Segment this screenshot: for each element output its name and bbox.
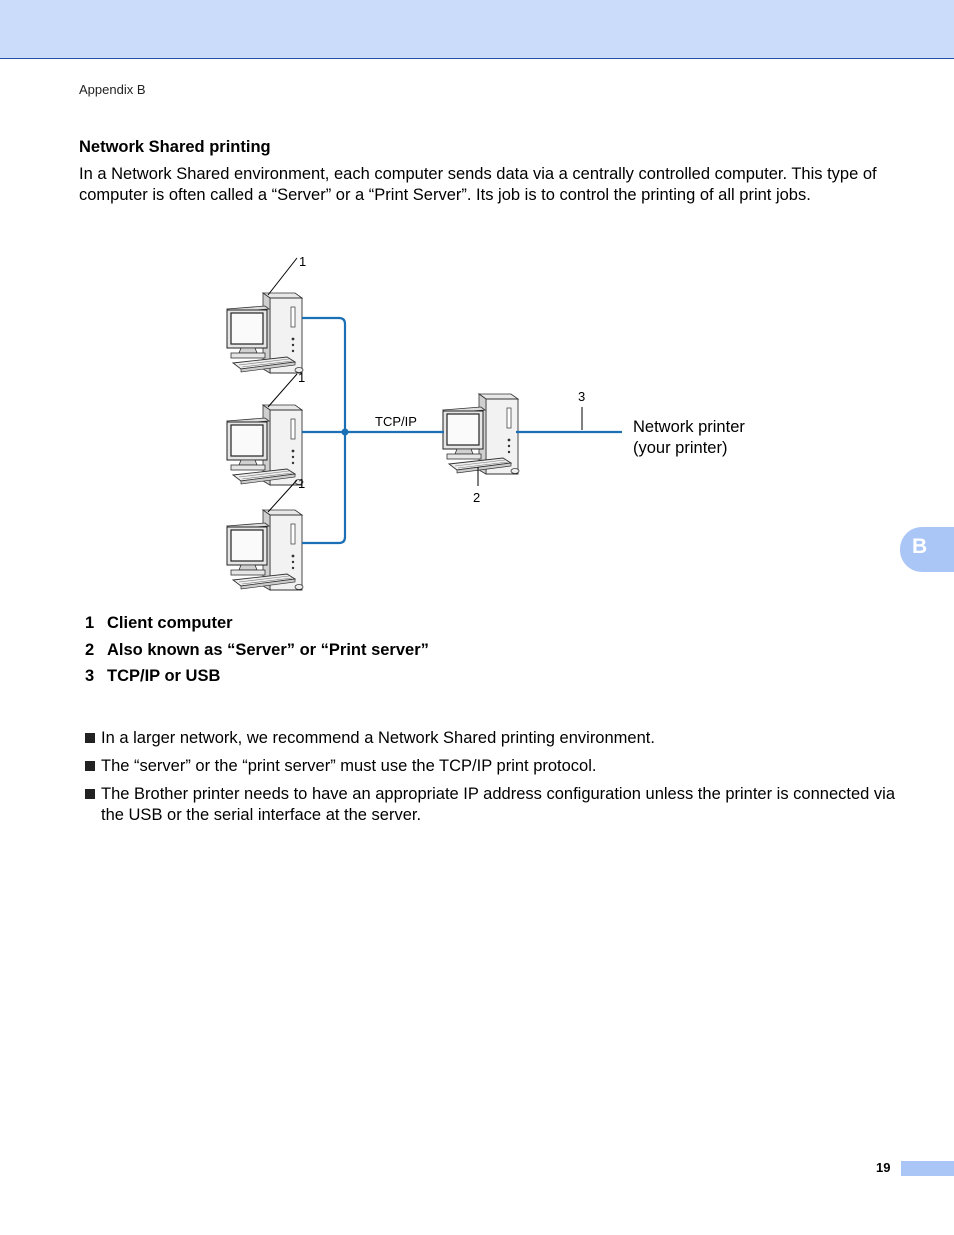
- legend-text: TCP/IP or USB: [107, 667, 220, 685]
- network-diagram: 1 1 1 3 2 TCP/IP Network printer (your p…: [0, 240, 954, 600]
- page-number-bar: [901, 1161, 954, 1176]
- bullet-text: In a larger network, we recommend a Netw…: [101, 729, 655, 747]
- legend-number: 3: [85, 667, 107, 686]
- callout-client-2: 1: [298, 370, 305, 385]
- side-tab-letter: B: [912, 535, 927, 559]
- callout-client-3: 1: [298, 476, 305, 491]
- legend-number: 1: [85, 614, 107, 633]
- bullet-text: The “server” or the “print server” must …: [101, 757, 596, 775]
- printer-label-line2: (your printer): [633, 439, 727, 457]
- bullet-list: In a larger network, we recommend a Netw…: [85, 728, 895, 833]
- protocol-label: TCP/IP: [375, 414, 417, 429]
- intro-paragraph: In a Network Shared environment, each co…: [79, 164, 894, 206]
- square-bullet-icon: [85, 733, 95, 743]
- callout-connection: 3: [578, 389, 585, 404]
- appendix-side-tab: B: [900, 527, 954, 572]
- junction-dot: [342, 429, 349, 436]
- bullet-item: The Brother printer needs to have an app…: [85, 784, 895, 826]
- printer-label-line1: Network printer: [633, 418, 745, 436]
- bullet-text: The Brother printer needs to have an app…: [101, 785, 895, 824]
- computer-icon: [227, 293, 303, 373]
- callout-client-1: 1: [299, 254, 306, 269]
- page-number: 19: [876, 1160, 890, 1175]
- legend-text: Also known as “Server” or “Print server”: [107, 641, 429, 659]
- header-band: [0, 0, 954, 59]
- client-bus-line: [302, 318, 345, 543]
- callout-server: 2: [473, 490, 480, 505]
- legend-number: 2: [85, 641, 107, 660]
- section-title: Network Shared printing: [79, 138, 271, 157]
- square-bullet-icon: [85, 761, 95, 771]
- square-bullet-icon: [85, 789, 95, 799]
- computer-icon: [227, 405, 303, 485]
- computer-icon: [443, 394, 519, 474]
- legend-text: Client computer: [107, 614, 233, 632]
- computer-icon: [227, 510, 303, 590]
- section-label: Appendix B: [79, 82, 146, 97]
- bullet-item: The “server” or the “print server” must …: [85, 756, 895, 777]
- bullet-item: In a larger network, we recommend a Netw…: [85, 728, 895, 749]
